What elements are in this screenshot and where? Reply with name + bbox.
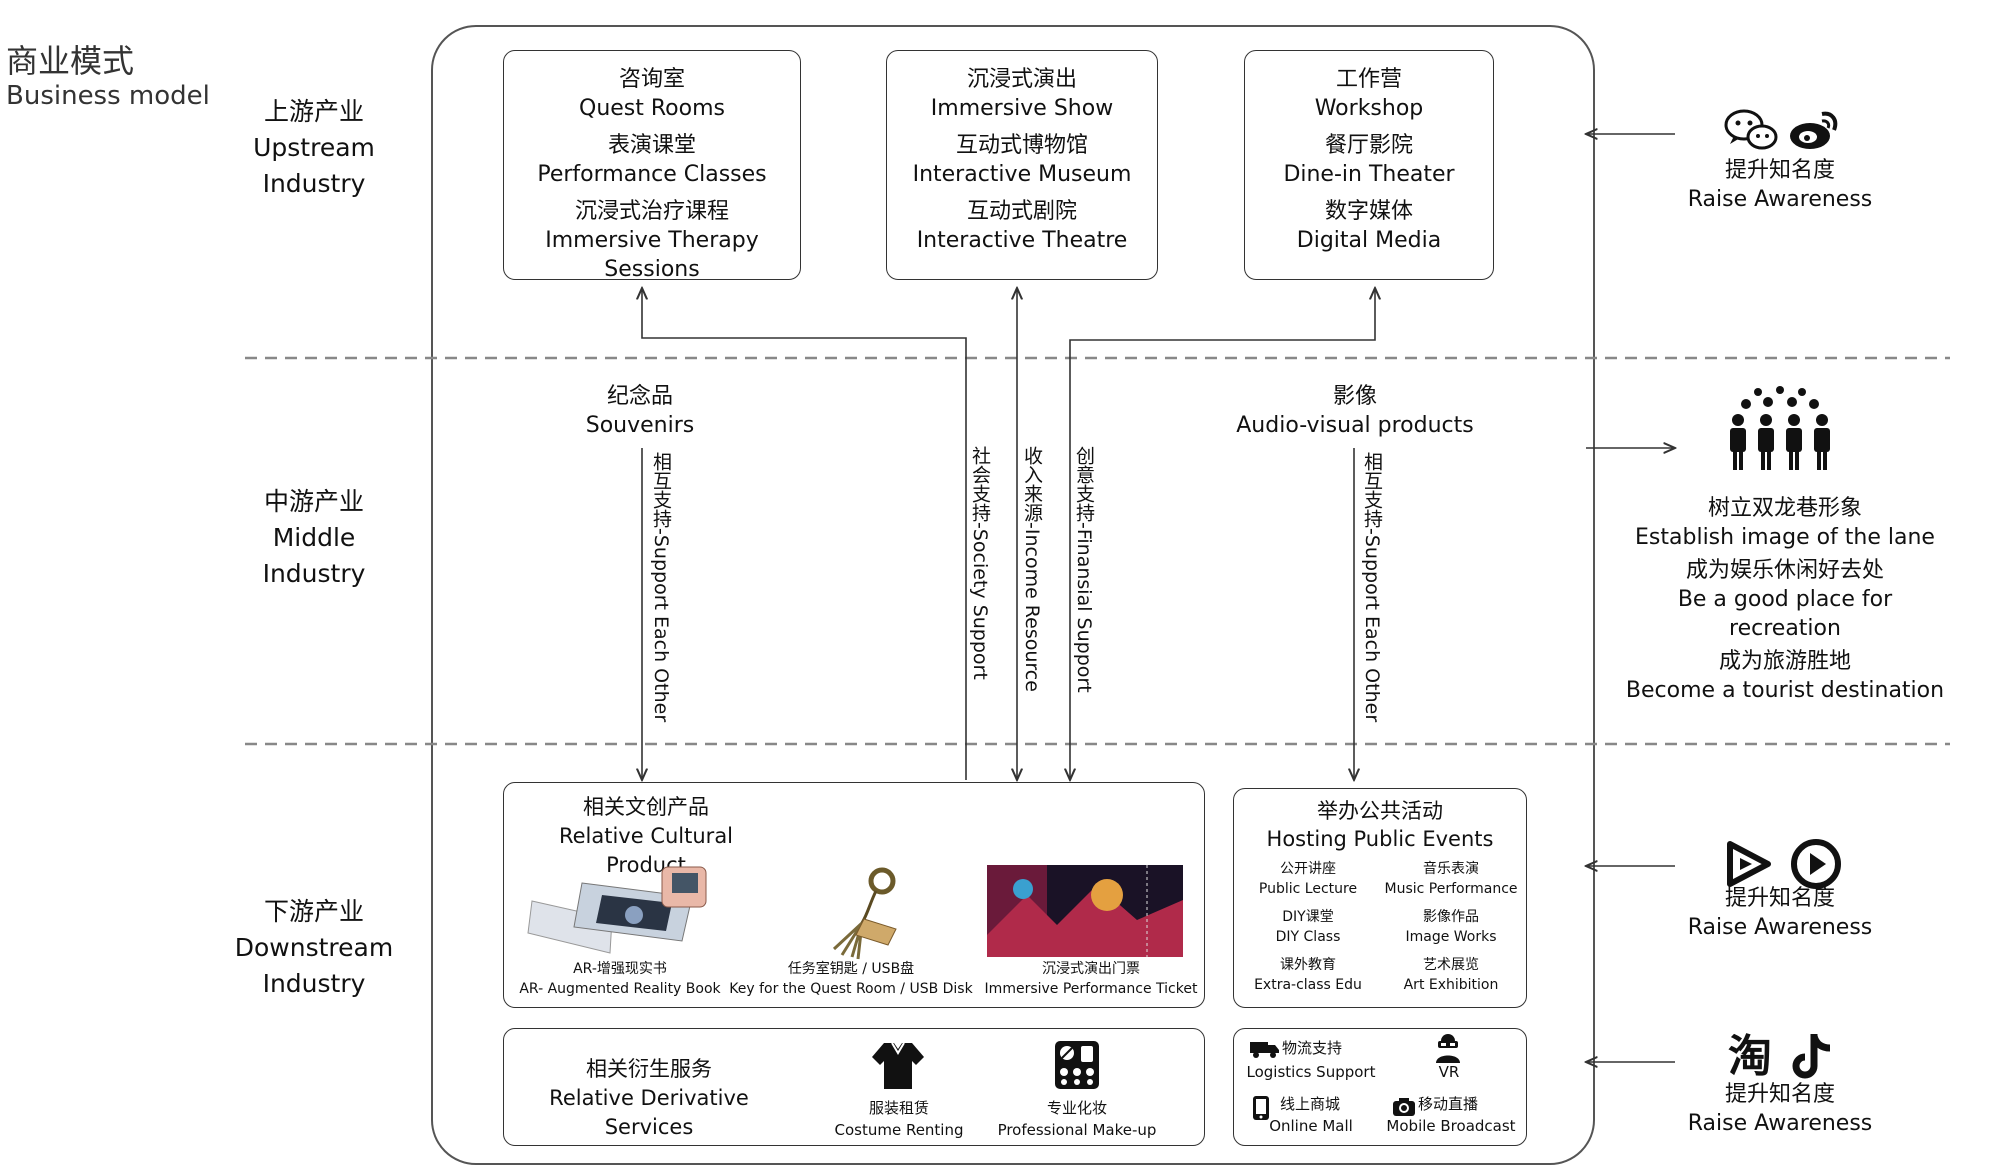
arrow-to-box3 <box>1070 288 1375 780</box>
society-support: 社会支持-Society Support <box>969 446 991 680</box>
product-ticket: 沉浸式演出门票 Immersive Performance Ticket <box>984 961 1198 997</box>
support-box: 物流支持 Logistics Support VR 线上商城 Online Ma… <box>1233 1028 1527 1146</box>
upstream-box-2: 沉浸式演出 Immersive Show 互动式博物馆 Interactive … <box>886 50 1158 280</box>
financial-support: 创意支持-Finansial Support <box>1073 446 1095 693</box>
awareness-1: 提升知名度 Raise Awareness <box>1687 158 1873 212</box>
support-each-other-right: 相互支持-Support Each Other <box>1361 452 1383 723</box>
derivative-services-box: 相关衍生服务 Relative Derivative Services 服装租赁… <box>503 1028 1205 1146</box>
support-vr: VR <box>1438 1063 1460 1081</box>
tiktok-icon <box>1792 1034 1831 1079</box>
support-logistics-en: Logistics Support <box>1246 1063 1376 1081</box>
service-costume-renting: 服装租赁 Costume Renting <box>834 1099 964 1139</box>
income-resource: 收入来源-Income Resource <box>1021 446 1043 692</box>
wechat-icon <box>1724 109 1778 150</box>
play-circle-icon <box>1791 839 1841 889</box>
camera-icon <box>1393 1098 1415 1116</box>
event-music-performance: 音乐表演 Music Performance <box>1384 861 1518 897</box>
event-art-exhibition: 艺术展览 Art Exhibition <box>1403 957 1499 993</box>
video-app-icon <box>1727 841 1771 887</box>
event-extra-class: 课外教育 Extra-class Edu <box>1254 957 1362 993</box>
upstream-box-1: 咨询室 Quest Rooms 表演课堂 Performance Classes… <box>503 50 801 282</box>
section-downstream: 下游产业 Downstream Industry <box>234 897 394 998</box>
cultural-product-box: 相关文创产品 Relative Cultural Product AR-增强现实… <box>503 782 1205 1008</box>
awareness-3: 提升知名度 Raise Awareness <box>1687 1082 1873 1136</box>
support-online-mall-zh: 线上商城 <box>1280 1095 1341 1113</box>
support-online-mall-en: Online Mall <box>1269 1117 1353 1135</box>
usb-key-image <box>832 867 897 960</box>
event-diy-class: DIY课堂 DIY Class <box>1275 909 1341 945</box>
support-logistics-zh: 物流支持 <box>1282 1039 1343 1057</box>
diagram-title: 商业模式 Business model <box>6 42 210 112</box>
makeup-icon <box>1055 1041 1099 1089</box>
arrow-to-box1 <box>642 288 967 780</box>
product-usb-key: 任务室钥匙 / USB盘 Key for the Quest Room / US… <box>729 961 973 997</box>
crowd-icon <box>1730 386 1830 470</box>
taobao-icon: 淘 <box>1728 1031 1772 1082</box>
audiovisual-label: 影像 Audio-visual products <box>1236 384 1474 438</box>
title-zh: 商业模式 <box>6 42 135 80</box>
support-broadcast-zh: 移动直播 <box>1418 1095 1479 1113</box>
upstream-box-3: 工作营 Workshop 餐厅影院 Dine-in Theater 数字媒体 D… <box>1244 50 1494 280</box>
support-each-other-left: 相互支持-Support Each Other <box>650 452 672 723</box>
phone-icon <box>1253 1096 1269 1120</box>
support-broadcast-en: Mobile Broadcast <box>1386 1117 1516 1135</box>
event-public-lecture: 公开讲座 Public Lecture <box>1258 861 1358 897</box>
souvenirs-label: 纪念品 Souvenirs <box>585 384 695 438</box>
truck-icon <box>1250 1042 1279 1058</box>
ticket-image <box>987 865 1183 957</box>
product-ar-book: AR-增强现实书 AR- Augmented Reality Book <box>519 961 721 997</box>
main-frame <box>431 25 1595 1165</box>
section-middle: 中游产业 Middle Industry <box>262 487 366 588</box>
service-makeup: 专业化妆 Professional Make-up <box>997 1099 1157 1139</box>
awareness-2: 提升知名度 Raise Awareness <box>1687 886 1873 940</box>
costume-icon <box>872 1042 924 1089</box>
event-image-works: 影像作品 Image Works <box>1405 909 1497 945</box>
section-upstream: 上游产业 Upstream Industry <box>253 97 375 198</box>
weibo-icon <box>1790 111 1838 149</box>
lane-image-goals: 树立双龙巷形象 Establish image of the lane 成为娱乐… <box>1625 496 1945 703</box>
ar-book-image <box>527 866 707 954</box>
title-en: Business model <box>6 81 210 111</box>
public-events-box: 举办公共活动 Hosting Public Events 公开讲座 Public… <box>1233 788 1527 1008</box>
vr-icon <box>1436 1034 1460 1063</box>
